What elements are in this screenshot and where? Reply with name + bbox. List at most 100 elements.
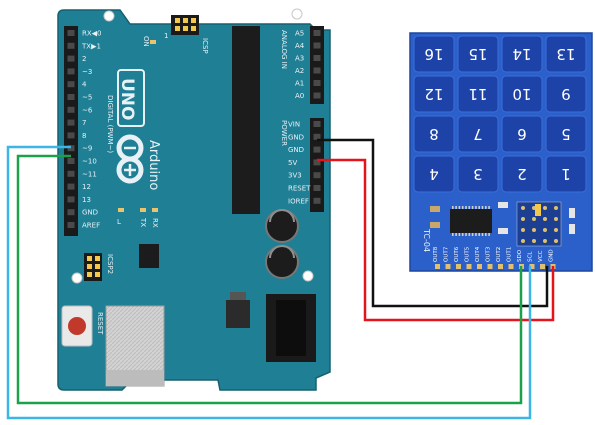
chip-leg <box>481 233 484 236</box>
key-face[interactable] <box>457 155 499 193</box>
chip-leg <box>468 233 471 236</box>
key-face[interactable] <box>501 155 543 193</box>
key-face[interactable] <box>501 35 543 73</box>
power-pin-socket <box>313 172 321 179</box>
key-face[interactable] <box>457 75 499 113</box>
digital-pin-label: 13 <box>82 196 91 204</box>
module-pin-pad <box>445 264 451 269</box>
digital-header <box>64 26 78 236</box>
chip-leg <box>481 206 484 209</box>
uno-label-box <box>117 69 145 127</box>
key-face[interactable] <box>501 75 543 113</box>
digital-pin-socket <box>67 30 75 36</box>
jumper-pin <box>554 228 558 232</box>
key-face[interactable] <box>545 155 587 193</box>
keypad-key-6[interactable]: 6 <box>501 115 543 153</box>
icsp-pin <box>191 18 196 23</box>
keypad-key-10[interactable]: 10 <box>501 75 543 113</box>
key-label: 9 <box>561 85 571 103</box>
key-face[interactable] <box>413 115 455 153</box>
digital-pin-socket <box>67 196 75 203</box>
chip-leg <box>455 206 457 209</box>
digital-pin-socket <box>67 81 75 88</box>
keypad-key-16[interactable]: 16 <box>413 35 455 73</box>
key-face[interactable] <box>501 115 543 153</box>
module-pin-pad <box>498 264 503 269</box>
analog-pin-socket <box>313 55 321 61</box>
digital-pin-socket <box>67 55 75 62</box>
keypad-key-9[interactable]: 9 <box>545 75 587 113</box>
keypad-key-12[interactable]: 12 <box>413 75 455 113</box>
on-led <box>150 40 156 44</box>
keypad-key-3[interactable]: 3 <box>457 155 499 193</box>
keypad-key-14[interactable]: 14 <box>501 35 543 73</box>
key-label: 4 <box>429 165 439 183</box>
key-face[interactable] <box>413 155 455 193</box>
analog-pin-label: A4 <box>295 42 305 50</box>
key-label: 5 <box>561 125 571 143</box>
digital-pin-label: 7 <box>82 119 86 127</box>
key-label: 12 <box>424 85 443 103</box>
digital-pin-socket <box>67 209 75 216</box>
keypad-key-13[interactable]: 13 <box>545 35 587 73</box>
voltage-regulator <box>226 300 250 328</box>
digital-pin-socket <box>67 132 75 139</box>
usb-connector-face <box>106 370 164 386</box>
chip-leg <box>458 233 461 236</box>
keypad-key-7[interactable]: 7 <box>457 115 499 153</box>
uno-label: UNO <box>117 78 137 120</box>
analog-pin-socket <box>313 80 321 86</box>
mounting-hole <box>71 272 83 284</box>
analog-pin-label: A0 <box>295 92 304 100</box>
jumper-pin <box>521 239 525 243</box>
on-label: ON <box>142 36 150 47</box>
analog-pin-socket <box>313 92 321 99</box>
digital-pin-label: ~6 <box>82 106 93 114</box>
module-pin-label: OUT4 <box>475 246 481 262</box>
key-face[interactable] <box>413 35 455 73</box>
l-label: L <box>117 218 121 226</box>
reset-label: RESET <box>96 312 104 335</box>
key-label: 3 <box>473 165 483 183</box>
key-label: 15 <box>468 45 487 63</box>
keypad-key-15[interactable]: 15 <box>457 35 499 73</box>
analog-pin-socket <box>313 67 321 74</box>
smd-resistor <box>569 224 575 234</box>
module-pin-label: GND <box>549 249 555 262</box>
smd-resistor <box>569 208 575 218</box>
keypad-key-8[interactable]: 8 <box>413 115 455 153</box>
reset-button-cap[interactable] <box>68 317 86 335</box>
module-pin-pad <box>529 264 535 269</box>
digital-pin-socket <box>67 94 75 100</box>
key-face[interactable] <box>457 115 499 153</box>
icsp-pin <box>175 18 180 23</box>
keypad-key-2[interactable]: 2 <box>501 155 543 193</box>
power-pin-label: 5V <box>288 159 297 167</box>
smd-capacitor <box>430 206 440 212</box>
keypad-key-11[interactable]: 11 <box>457 75 499 113</box>
jumper-pin <box>521 206 525 210</box>
key-face[interactable] <box>545 115 587 153</box>
key-label: 1 <box>561 165 571 183</box>
module-pin-label: SDO <box>517 249 523 262</box>
key-face[interactable] <box>545 75 587 113</box>
chip-leg <box>452 233 454 236</box>
module-pin-pad <box>487 264 493 269</box>
keypad-key-1[interactable]: 1 <box>545 155 587 193</box>
key-face[interactable] <box>413 75 455 113</box>
power-pin-socket <box>313 146 321 153</box>
module-pin-label: OUT6 <box>454 246 460 262</box>
keypad-key-4[interactable]: 4 <box>413 155 455 193</box>
key-face[interactable] <box>545 35 587 73</box>
atmega-chip <box>232 26 260 214</box>
icsp-pin <box>183 18 188 23</box>
jumper-pin <box>554 206 558 210</box>
power-pin-socket <box>313 185 321 191</box>
capacitor <box>265 209 299 243</box>
digital-pin-label: 12 <box>82 183 91 191</box>
key-face[interactable] <box>457 35 499 73</box>
keypad-key-5[interactable]: 5 <box>545 115 587 153</box>
digital-pin-label: AREF <box>82 222 100 230</box>
arduino-infinity-logo <box>116 134 144 184</box>
chip-leg <box>455 233 457 236</box>
